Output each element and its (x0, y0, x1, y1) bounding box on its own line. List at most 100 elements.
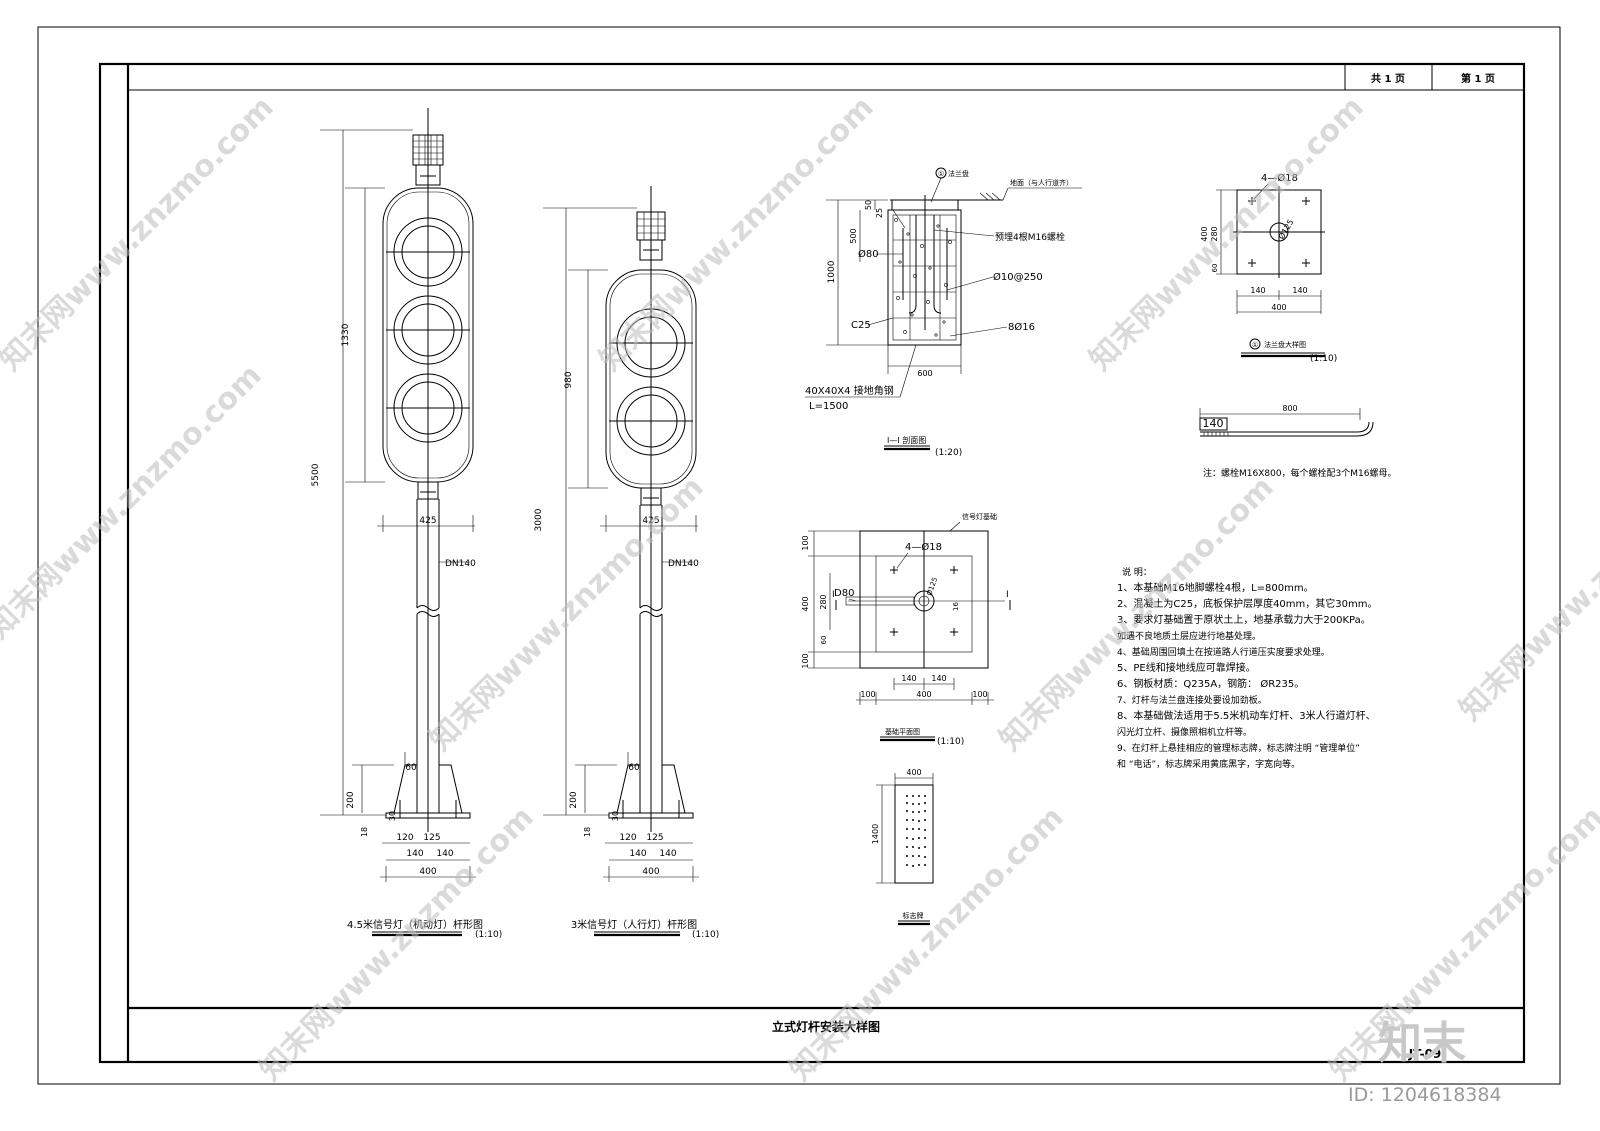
section-d25: 25 (875, 208, 884, 218)
pole-3m-elevation (605, 186, 697, 832)
watermark-7: 知末网www.znzmo.com (1453, 440, 1600, 728)
pole-4-5m-elevation (382, 108, 474, 832)
notes-heading: 说 明： (1122, 566, 1152, 578)
section-d50: 50 (864, 200, 873, 210)
plan-center: Ø125 (925, 576, 939, 596)
dim-3000: 3000 (534, 508, 544, 531)
pole-4-5m-caption-text: 4.5米信号灯（机动灯）杆形图 (347, 918, 483, 931)
section-rebar: 8Ø16 (1008, 321, 1035, 333)
total-pages: 共 1 页 (1371, 72, 1405, 85)
sign-height: 1400 (871, 824, 880, 844)
pole-4-5m-scale: (1:10) (475, 930, 502, 940)
plan-caption: 基础平面图 (885, 727, 920, 736)
plan-scale: (1:10) (937, 737, 964, 747)
dim-400-b: 400 (642, 867, 659, 877)
dim-200: 200 (346, 791, 356, 808)
flange-caption: 法兰盘大样图 (1264, 340, 1306, 349)
dim-dn140: DN140 (445, 559, 476, 569)
watermark-id: ID: 1204618384 (1348, 1084, 1502, 1106)
design-notes: 说 明： 1、本基础M16地脚螺栓4根，L=800mm。 2、混凝土为C25，底… (1117, 566, 1377, 770)
dim-60: 60 (405, 763, 417, 773)
watermark-9: 知末网www.znzmo.com (783, 800, 1071, 1088)
dim-140-d: 140 (659, 849, 676, 859)
plan-d280: 280 (819, 594, 828, 609)
title-block: 立式灯杆安装大样图 JT-09 (772, 1019, 1441, 1061)
dim-400: 400 (419, 867, 436, 877)
dim-140-b: 140 (436, 849, 453, 859)
note-line-11: 9、在灯杆上悬挂相应的管理标志牌，标志牌注明 “管理单位” (1117, 742, 1360, 754)
section-width: 600 (917, 369, 932, 378)
foundation-section: ① 法兰盘 地面（与人行道齐） 50 25 500 1000 Ø80 C25 预… (805, 167, 1082, 458)
note-line-6: 5、PE线和接地线应可靠焊接。 (1117, 661, 1256, 674)
dim-18-b: 18 (583, 827, 592, 837)
flange-scale: (1:10) (1310, 354, 1337, 364)
plan-section-right: Ⅰ (1006, 590, 1009, 600)
section-angle-len: L=1500 (809, 401, 848, 412)
dim-30-b: 30 (611, 811, 620, 821)
flange-d60: 60 (1211, 264, 1219, 273)
watermark-5: 知末网www.znzmo.com (1083, 90, 1371, 378)
pole-3m-dims: 3000 980 425 DN140 60 200 30 18 120 125 … (534, 207, 699, 882)
section-flange-label: 法兰盘 (948, 169, 969, 178)
sign-board: 400 1400 标志牌 (871, 768, 934, 926)
dim-980: 980 (564, 371, 574, 388)
watermark-4: 知末网www.znzmo.com (593, 90, 881, 378)
plan-d80: D80 (834, 588, 854, 599)
plan-b400: 400 (916, 690, 931, 699)
note-line-2: 2、混凝土为C25，底板保护层厚度40mm，其它30mm。 (1117, 597, 1377, 610)
plan-d60: 60 (820, 636, 828, 645)
dim-120: 120 (396, 833, 413, 843)
note-line-8: 7、灯杆与法兰盘连接处要设加劲板。 (1117, 694, 1267, 706)
section-caption: Ⅰ—Ⅰ 剖面图 (887, 435, 926, 445)
plan-d400: 400 (801, 596, 810, 611)
plan-d16: 16 (952, 602, 960, 611)
plan-d100b: 100 (801, 653, 810, 668)
section-bolt-label: 预埋4根M16螺栓 (995, 231, 1065, 243)
bolt-note: 注：螺栓M16X800，每个螺栓配3个M16螺母。 (1203, 467, 1397, 479)
section-ground-label: 地面（与人行道齐） (1010, 178, 1073, 187)
pole-4-5m-dims: 5500 1330 425 DN140 60 200 30 18 120 125… (311, 129, 476, 882)
flange-d140b: 140 (1292, 286, 1307, 295)
dim-5500: 5500 (311, 463, 321, 486)
dim-dn140-b: DN140 (668, 559, 699, 569)
dim-30: 30 (388, 811, 397, 821)
plan-label: 信号灯基础 (962, 512, 997, 521)
drawing-title: 立式灯杆安装大样图 (772, 1019, 880, 1034)
flange-tag: ① (1252, 341, 1258, 349)
plan-d140a: 140 (901, 674, 916, 683)
watermark-1: 知末网www.znzmo.com (0, 90, 281, 378)
dim-125-b: 125 (646, 833, 663, 843)
flange-d400h: 400 (1271, 303, 1286, 312)
note-line-10: 闪光灯立杆、摄像照相机立杆等。 (1117, 726, 1252, 738)
note-line-5: 4、基础周围回填土在按道路人行道压实度要求处理。 (1117, 646, 1330, 658)
note-line-12: 和 “电话”，标志牌采用黄底黑字，字宽向等。 (1117, 758, 1300, 770)
plan-d140b: 140 (931, 674, 946, 683)
bolt-d140: 140 (1203, 417, 1224, 430)
page-header: 共 1 页 第 1 页 (1344, 63, 1525, 91)
pole-4-5m-caption: 4.5米信号灯（机动灯）杆形图 (1:10) (347, 918, 502, 940)
dim-125: 125 (423, 833, 440, 843)
watermark-3: 知末网www.znzmo.com (0, 358, 269, 646)
dim-1330: 1330 (341, 323, 351, 346)
section-angle-steel: 40X40X4 接地角钢 (805, 384, 894, 397)
section-stirrup: Ø10@250 (993, 271, 1043, 283)
flange-d140a: 140 (1250, 286, 1265, 295)
plan-section-left: Ⅰ (832, 590, 835, 600)
plan-holes-label: 4—Ø18 (905, 541, 942, 553)
drawing-number: JT-09 (1408, 1047, 1442, 1061)
sign-width: 400 (906, 768, 921, 777)
plan-b100b: 100 (972, 690, 987, 699)
note-line-1: 1、本基础M16地脚螺栓4根，L=800mm。 (1117, 581, 1314, 594)
dim-18: 18 (360, 827, 369, 837)
bolt-d800: 800 (1282, 404, 1297, 413)
section-d80: Ø80 (858, 248, 879, 260)
section-d500: 500 (849, 228, 858, 243)
dim-60-b: 60 (628, 763, 640, 773)
note-line-7: 6、钢板材质：Q235A，钢筋： ØR235。 (1117, 677, 1304, 690)
sheet-frame (37, 26, 1561, 1085)
dim-120-b: 120 (619, 833, 636, 843)
anchor-bolt-detail: 800 140 注：螺栓M16X800，每个螺栓配3个M16螺母。 (1199, 404, 1397, 479)
dim-200-b: 200 (569, 791, 579, 808)
section-flange-tag: ① (938, 170, 944, 178)
note-line-3: 3、要求灯基础置于原状土上，地基承载力大于200KPa。 (1117, 613, 1371, 626)
